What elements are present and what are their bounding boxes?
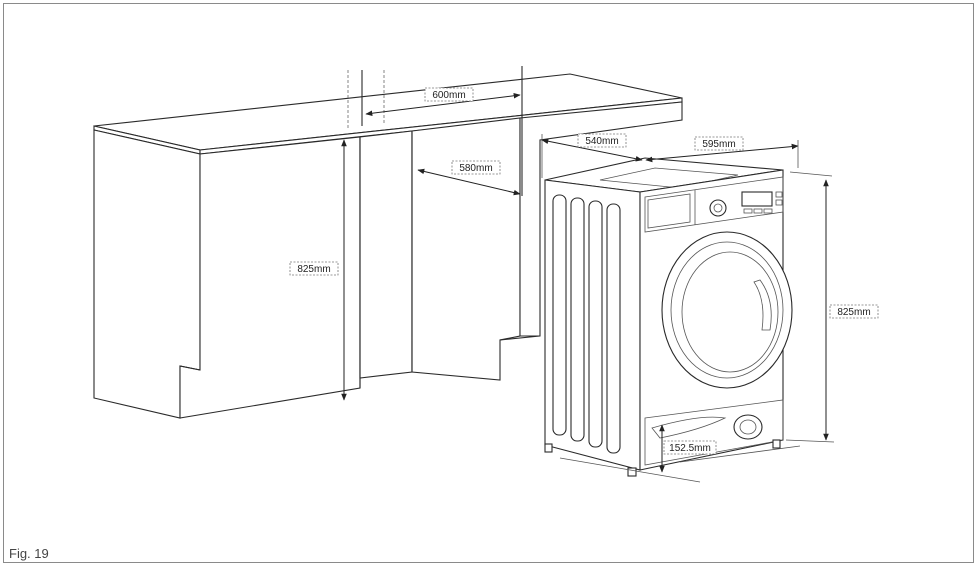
side-rib (552, 194, 567, 436)
dimension-lines (341, 92, 835, 473)
dim-label-plinth-height: 152.5mm (663, 440, 717, 455)
detergent-drawer (647, 193, 691, 229)
foot (627, 467, 637, 477)
dim-label-machine-depth: 540mm (577, 133, 627, 148)
door (661, 231, 793, 389)
side-rib (606, 203, 621, 454)
machine-depth-label: 540mm (585, 136, 618, 147)
filter-cover (733, 414, 763, 440)
dim-label-machine-width: 595mm (694, 136, 744, 151)
figure-frame (3, 3, 974, 563)
machine-height-label: 825mm (837, 307, 870, 318)
control-panel (644, 176, 784, 233)
niche-depth-label: 580mm (459, 163, 492, 174)
machine-width-label: 595mm (702, 139, 735, 150)
washing-machine (544, 157, 801, 483)
niche-depth-line (417, 168, 521, 196)
niche-back-wall (359, 130, 413, 379)
dim-label-machine-height: 825mm (829, 304, 879, 319)
side-rib (588, 200, 603, 448)
niche-width-label: 600mm (432, 90, 465, 101)
kitchen-cabinet (93, 66, 683, 419)
foot (544, 443, 553, 453)
machine-depth-line (541, 138, 643, 162)
machine-width-line (645, 143, 799, 163)
foot (772, 439, 781, 449)
display (741, 191, 773, 207)
side-rib (570, 197, 585, 442)
niche-width-line (365, 92, 521, 117)
dim-label-niche-depth: 580mm (451, 160, 501, 175)
program-knob (709, 199, 727, 217)
figure-caption: Fig. 19 (9, 546, 49, 561)
dim-label-niche-width: 600mm (424, 87, 474, 102)
door-handle (753, 279, 772, 331)
kick-plate (651, 416, 727, 439)
niche-height-label: 825mm (297, 264, 330, 275)
plinth-height-label: 152.5mm (669, 443, 711, 454)
dim-label-niche-height: 825mm (289, 261, 339, 276)
